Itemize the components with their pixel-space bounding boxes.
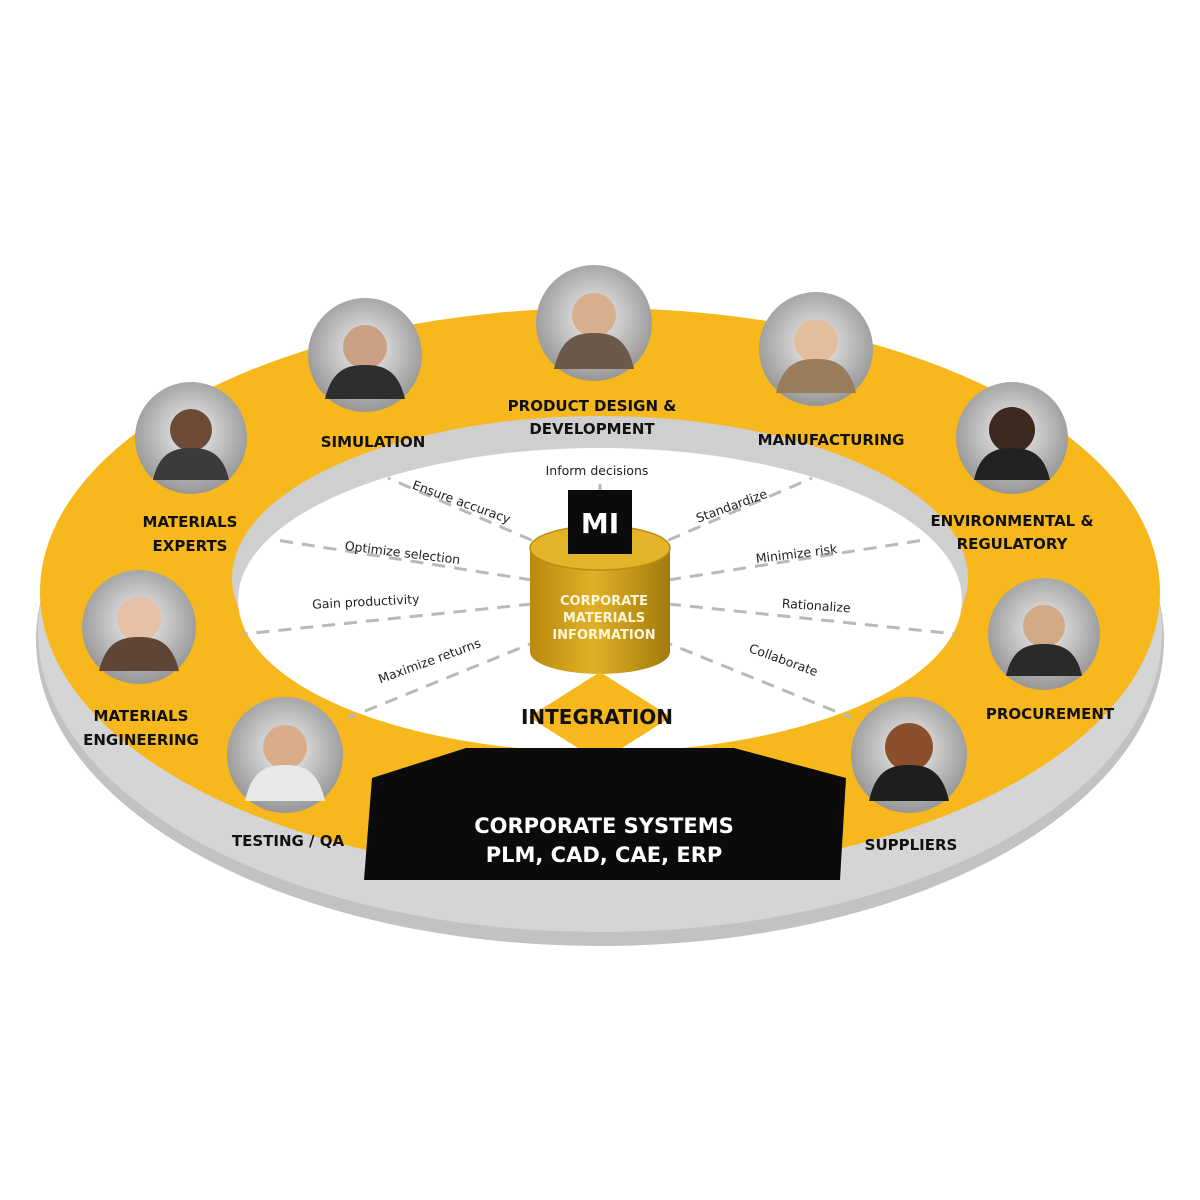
spokes	[243, 476, 957, 720]
person-icon	[170, 409, 212, 451]
avatar-procurement	[988, 578, 1100, 690]
avatar-environmental	[956, 382, 1068, 494]
hub-cylinder-body	[530, 548, 670, 674]
role-materials-engineering-line2: ENGINEERING	[83, 731, 199, 749]
spoke-maximize	[347, 638, 541, 720]
hub-label-line2: MATERIALS	[563, 611, 645, 626]
integration-diamond	[529, 672, 671, 762]
spoke-ensure	[387, 476, 553, 551]
person-icon	[263, 725, 307, 769]
person-icon	[343, 325, 387, 369]
role-product-design-line2: DEVELOPMENT	[529, 420, 655, 438]
person-icon	[1023, 605, 1065, 647]
hub-label-line1: CORPORATE	[560, 594, 648, 609]
role-materials-experts-line1: MATERIALS	[143, 513, 238, 531]
spoke-gain	[243, 602, 533, 636]
spoke-standardize	[647, 476, 813, 551]
avatar-materials-experts	[135, 382, 247, 494]
role-testing: TESTING / QA	[232, 832, 345, 850]
role-simulation: SIMULATION	[321, 433, 426, 451]
avatar-materials-engineering	[82, 570, 196, 684]
role-environmental-line1: ENVIRONMENTAL &	[930, 512, 1093, 530]
avatar-product-design	[536, 265, 652, 381]
role-procurement: PROCUREMENT	[986, 705, 1115, 723]
person-icon	[794, 319, 838, 363]
avatar-suppliers	[851, 697, 967, 813]
role-suppliers: SUPPLIERS	[865, 836, 958, 854]
role-materials-experts-line2: EXPERTS	[153, 537, 228, 555]
corporate-systems-line1: CORPORATE SYSTEMS	[474, 814, 734, 838]
corporate-systems-line2: PLM, CAD, CAE, ERP	[486, 843, 723, 867]
role-manufacturing: MANUFACTURING	[758, 431, 905, 449]
role-avatars	[82, 265, 1100, 813]
spoke-collaborate	[659, 638, 853, 720]
integration-label: INTEGRATION	[521, 705, 673, 729]
benefit-gain-productivity: Gain productivity	[312, 591, 421, 612]
person-icon	[117, 597, 161, 641]
role-environmental-line2: REGULATORY	[957, 535, 1069, 553]
role-product-design-line1: PRODUCT DESIGN &	[508, 397, 677, 415]
person-icon	[885, 723, 933, 771]
avatar-testing	[227, 697, 343, 813]
person-icon	[572, 293, 616, 337]
mi-badge-label: MI	[581, 507, 619, 540]
integration: INTEGRATION	[470, 672, 730, 766]
avatar-simulation	[308, 298, 422, 412]
corporate-systems-panel: CORPORATE SYSTEMS PLM, CAD, CAE, ERP	[364, 748, 846, 880]
hub-label-line3: INFORMATION	[552, 628, 655, 643]
person-icon	[989, 407, 1035, 453]
benefit-inform-decisions: Inform decisions	[546, 463, 649, 478]
central-hub: MI CORPORATE MATERIALS INFORMATION	[529, 490, 671, 674]
avatar-manufacturing	[759, 292, 873, 406]
mi-badge	[568, 490, 632, 554]
benefit-rationalize: Rationalize	[781, 596, 851, 616]
spoke-rationalize	[667, 602, 957, 636]
role-materials-engineering-line1: MATERIALS	[94, 707, 189, 725]
role-labels: MATERIALS EXPERTS SIMULATION PRODUCT DES…	[83, 397, 1115, 854]
corporate-systems-block	[364, 748, 846, 880]
